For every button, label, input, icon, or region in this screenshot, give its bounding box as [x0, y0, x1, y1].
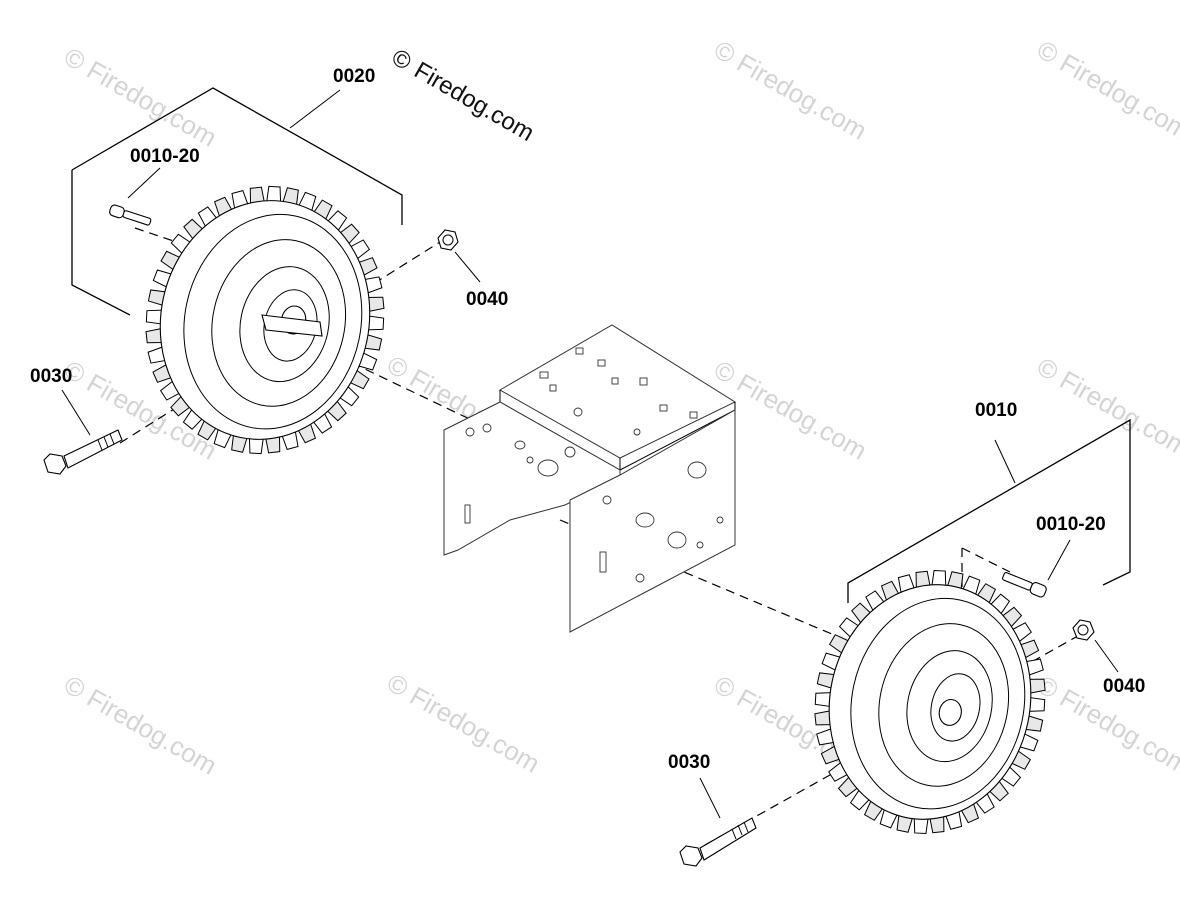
right-hex-nut [1072, 619, 1095, 641]
left-valve-stem [109, 204, 152, 226]
watermark: © Firedog.com [382, 667, 545, 778]
copyright-symbol: © [387, 44, 416, 76]
callout-left-0010-20: 0010-20 [130, 146, 200, 167]
watermark: © Firedog.com [1032, 34, 1180, 145]
callout-left-0040: 0040 [466, 289, 508, 310]
brand-name: Firedog.com [410, 57, 539, 147]
leader-lines [61, 167, 1119, 819]
watermark: © Firedog.com [1032, 351, 1180, 462]
callout-0010: 0010 [975, 400, 1017, 421]
watermark: © Firedog.com [59, 669, 222, 780]
callout-left-0030: 0030 [30, 366, 72, 387]
left-hex-nut [437, 229, 459, 251]
callout-right-0010-20: 0010-20 [1036, 514, 1106, 535]
left-axle-shaft [261, 314, 323, 337]
chassis-housing [443, 324, 737, 633]
left-hex-bolt [43, 429, 123, 475]
right-wheel-assembly [814, 569, 1046, 835]
right-hex-bolt [679, 817, 757, 867]
callout-right-0030: 0030 [668, 752, 710, 773]
callout-right-0040: 0040 [1103, 676, 1145, 697]
callout-labels: 0020 0010-20 0040 0030 0010 0010-20 0040… [30, 66, 1145, 773]
right-valve-stem [1002, 572, 1047, 598]
watermark: © Firedog.com [709, 34, 872, 145]
callout-0020: 0020 [333, 66, 375, 87]
assembly-brackets [71, 87, 1131, 603]
brand-mark: © Firedog.com [387, 44, 539, 147]
